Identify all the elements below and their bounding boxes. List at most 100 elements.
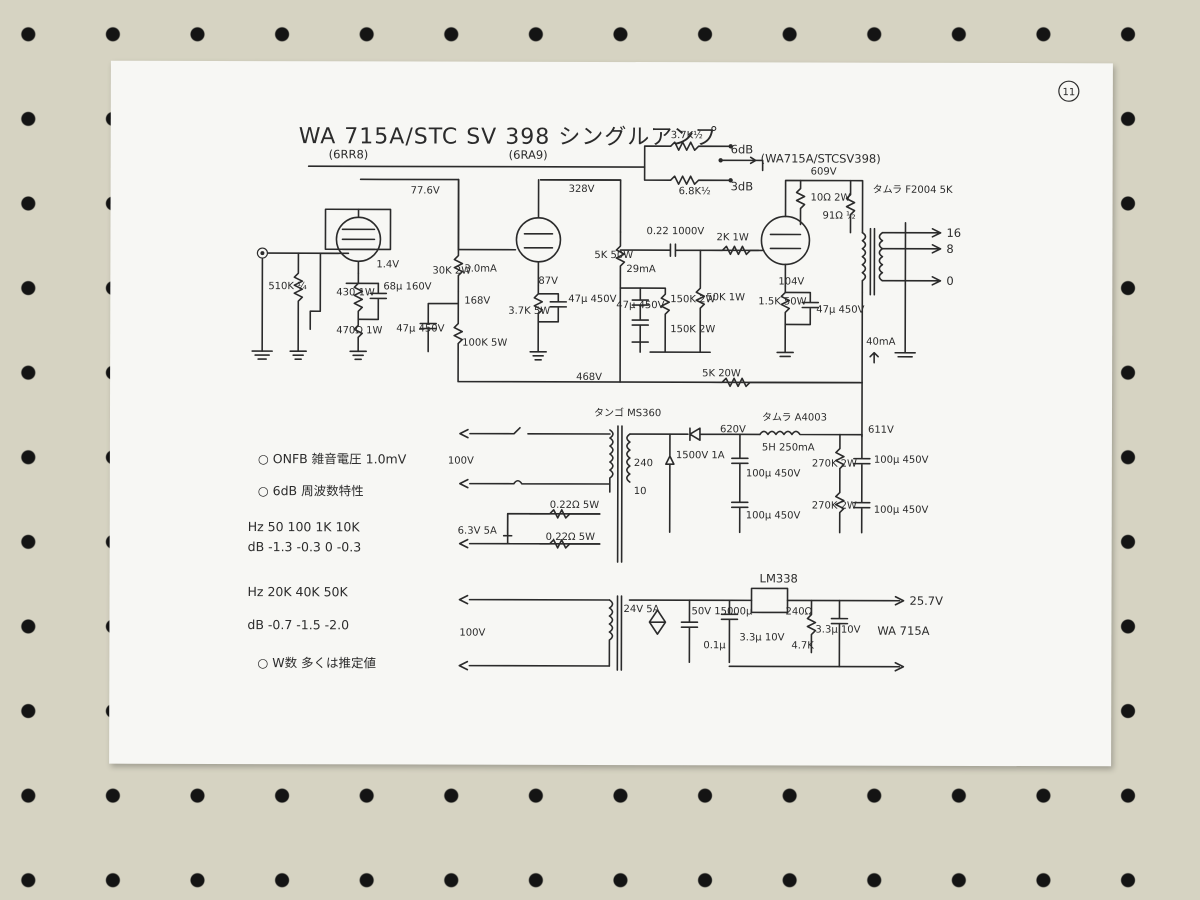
stage1-current: 3.0mA	[464, 264, 497, 275]
output-grid-resistor	[709, 245, 764, 256]
note-db-row-2: dB -0.7 -1.5 -2.0	[247, 617, 349, 632]
stage2-load-resistor	[615, 231, 626, 383]
stage1-decouple-r-label: 100K 5W	[462, 338, 507, 349]
stage1-cap-label: 68μ 160V	[383, 281, 431, 292]
resistor-91ohm-label: 91Ω ½	[823, 210, 857, 222]
stage1-grid-resistor	[353, 318, 364, 353]
stage1-decouple-cap-label: 47μ 450V	[396, 323, 444, 334]
stage1-decouple-cap	[419, 290, 460, 353]
stage2-current: 29mA	[626, 264, 655, 275]
notes: ○ ONFB 雑音電圧 1.0mV ○ 6dB 周波数特性 Hz 50 100 …	[247, 451, 406, 670]
psu-cap-a: 100μ 450V	[746, 468, 801, 479]
heater-r1: 0.22Ω 5W	[550, 500, 599, 511]
filament-supply: 100V 24V 5A 50V 15000μ 0.1μ 3.3μ 10V LM3…	[458, 571, 943, 672]
psu-diode-label: 1500V 1A	[676, 450, 725, 461]
stage1-cathode-node	[345, 272, 380, 285]
nfb-select-3db: 3dB	[731, 179, 754, 193]
filament-cap-1: 50V 15000μ	[691, 606, 753, 617]
stage2-cathode-cap	[537, 293, 568, 323]
filament-r240: 240Ω	[785, 606, 812, 617]
stage2-plate-voltage: 328V	[569, 184, 595, 195]
tube-label-6rr8: (6RR8)	[329, 147, 369, 161]
stage1-load-resistor	[453, 178, 464, 293]
coupling-cap-label: 0.22 1000V	[646, 226, 704, 237]
tube-wa715a	[760, 179, 852, 288]
nfb-select-6db: 6dB	[731, 142, 754, 156]
output-cathode-cap	[784, 291, 820, 326]
regulator-label: LM338	[760, 571, 798, 585]
filament-secondary: 24V 5A	[623, 604, 659, 615]
stage2-cathode-cap-label: 47μ 450V	[568, 294, 616, 305]
filament-cap-2: 0.1μ	[703, 640, 726, 651]
output-grid-r-label: 2K 1W	[716, 232, 748, 243]
heater-voltage: 6.3V 5A	[458, 526, 497, 537]
r150k-a: 150K 2W	[670, 294, 715, 305]
resistor-10ohm	[795, 179, 806, 226]
note-hz-row-1: Hz 50 100 1K 10K	[248, 519, 361, 534]
tap-8: 8	[946, 242, 953, 256]
output-plate-voltage: 609V	[811, 167, 837, 178]
stage2-b-voltage: 468V	[576, 372, 602, 383]
amplifier-schematic: 11 WA 715A/STC SV 398 シングルアンプ (6RR8) (6R…	[247, 80, 1080, 672]
stage1-grid-r-label: 470Ω 1W	[336, 325, 382, 336]
stage1-cathode-voltage: 1.4V	[376, 259, 399, 270]
stage1-decouple-resistor	[453, 302, 861, 384]
nfb-resistor-2: 6.8K½	[679, 185, 711, 197]
nfb-resistor-1: 3.7K½	[671, 129, 703, 141]
coupling-cap	[619, 243, 760, 257]
input-jack: 510K ¼	[251, 247, 340, 360]
stage2-caps-label: 47μ 450V	[616, 300, 664, 311]
output-cathode-resistor	[776, 285, 794, 358]
output-current: 40mA	[866, 337, 895, 348]
stage2-filter-caps	[619, 287, 650, 353]
stage1-cathode-resistor	[353, 282, 364, 321]
stage2-load-r-label: 5K 50W	[594, 250, 633, 261]
output-transformer-label: タムラ F2004 5K	[873, 184, 953, 196]
stage2-cathode-resistor	[533, 285, 544, 353]
power-supply: タンゴ MS360 100V 240 10 1500V 1A 620V 100μ…	[448, 406, 929, 563]
note-hz-row-2: Hz 20K 40K 50K	[248, 584, 349, 599]
tube-label-6ra9: (6RA9)	[509, 148, 548, 162]
psu-ac-in: 100V	[448, 456, 474, 467]
psu-cap-b: 100μ 450V	[746, 510, 801, 521]
r150k-b: 150K 2W	[670, 324, 715, 335]
psu-transformer-label: タンゴ MS360	[594, 406, 661, 419]
stage1-load-r-label: 30K 2W	[432, 266, 471, 277]
filament-ac-in: 100V	[459, 628, 485, 639]
series-r-label: 5K 20W	[702, 368, 741, 379]
output-cathode-cap-label: 47μ 450V	[816, 305, 864, 316]
tap-16: 16	[946, 226, 961, 240]
page-number: 11	[1062, 87, 1075, 98]
note-db-row-1: dB -1.3 -0.3 0 -0.3	[248, 539, 362, 554]
output-transformer	[849, 179, 942, 384]
stage1-grid-wire	[309, 252, 340, 331]
psu-cap-d: 100μ 450V	[874, 505, 929, 516]
psu-r270-a: 270K 2W	[812, 459, 857, 470]
resistor-91ohm	[845, 179, 856, 234]
psu-r270-b: 270K 2W	[812, 501, 857, 512]
filament-cap-4: 3.3μ 10V	[815, 625, 860, 636]
filament-load: WA 715A	[877, 624, 929, 638]
stage1-plate-voltage: 77.6V	[411, 185, 440, 196]
output-cathode-voltage: 104V	[778, 276, 804, 287]
choke-label: タムラ A4003	[762, 411, 827, 423]
stage1-cathode-cap	[357, 282, 388, 321]
choke-spec: 5H 250mA	[762, 442, 815, 453]
note-estimated: ○ W数 多くは推定値	[257, 655, 376, 670]
resistor-10ohm-label: 10Ω 2W	[811, 193, 851, 204]
filament-r47k: 4.7K	[791, 640, 814, 651]
note-6db-freq: ○ 6dB 周波数特性	[258, 483, 364, 498]
tap-240: 240	[634, 458, 653, 469]
stage2-cathode-voltage: 87V	[538, 276, 558, 287]
psu-620v: 620V	[720, 424, 746, 435]
tap-10: 10	[634, 486, 647, 497]
page-number-circle	[1058, 80, 1080, 102]
output-cathode-r-label: 1.5K 50W	[758, 296, 806, 307]
tap-0: 0	[946, 274, 953, 288]
tube-6rr8	[324, 208, 392, 275]
stage1-b-voltage: 168V	[464, 296, 490, 307]
output-tube-label: (WA715A/STCSV398)	[761, 151, 881, 165]
tube-6ra9	[515, 179, 622, 287]
note-nfb-noise: ○ ONFB 雑音電圧 1.0mV	[258, 451, 407, 466]
series-resistor-5k	[709, 377, 863, 388]
